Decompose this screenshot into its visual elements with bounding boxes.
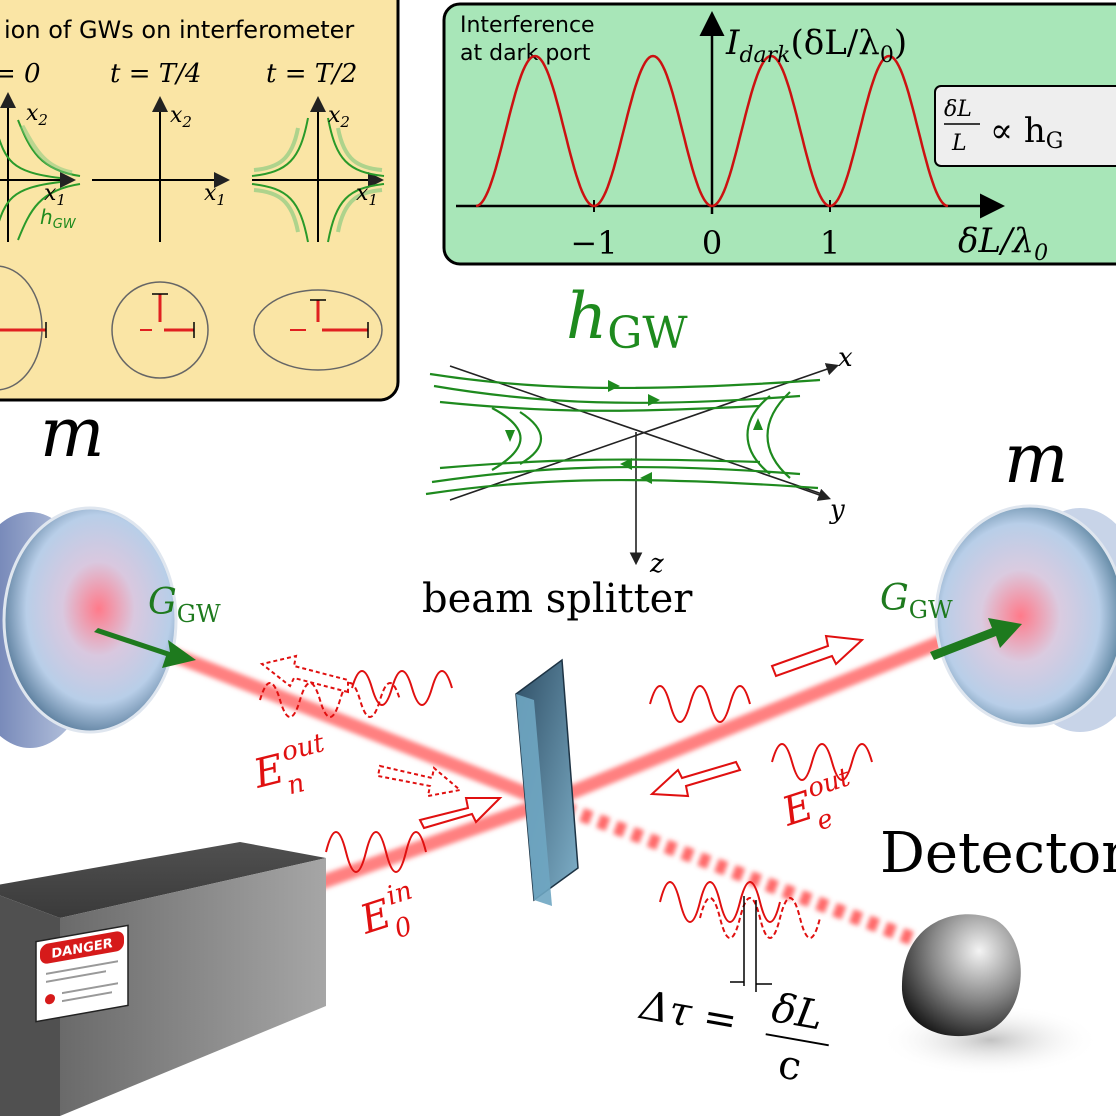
gw-axis-x: x: [838, 343, 853, 373]
g-gw-left-label: GGW: [148, 582, 221, 628]
danger-sign: DANGER: [35, 924, 129, 1023]
gw-label: hGW: [566, 280, 688, 359]
svg-text:δL: δL: [768, 985, 826, 1039]
mass-right-label: m: [1004, 420, 1068, 499]
x-tick-label: 1: [820, 224, 840, 262]
g-gw-right-arrow: GGW: [880, 578, 1022, 660]
wave-packets: [259, 670, 873, 939]
gw-wave-field: hGW x y z: [425, 280, 853, 579]
gw-frame-t0: x2 x1 hGW: [0, 92, 81, 391]
time-label-1: t = T/4: [110, 59, 201, 89]
beam-splitter-label: beam splitter: [422, 576, 693, 622]
gw-frame-t-quarter: x2 x1: [92, 96, 230, 379]
propagation-arrows: [259, 634, 865, 830]
svg-text:x2: x2: [170, 103, 192, 131]
x-tick-label: −1: [570, 224, 617, 262]
mirror-left: [0, 506, 178, 748]
svg-text:x1: x1: [356, 181, 378, 209]
h-gw-small-label: hGW: [40, 205, 77, 232]
e-east-out-label: Eeout: [774, 762, 865, 846]
time-label-0: = 0: [0, 59, 41, 89]
svg-text:∝ hG: ∝ hG: [990, 111, 1063, 154]
g-gw-right-label: GGW: [880, 578, 953, 624]
e-in-label: E0in: [352, 876, 427, 955]
chart-y-label: Idark(δL/λ0): [725, 23, 907, 68]
svg-text:x1: x1: [204, 181, 226, 209]
interference-panel: Interference at dark port −1 0 1 Idark(δL/…: [442, 2, 1116, 266]
chart-x-label: δL/λ0: [958, 221, 1048, 266]
x-tick-label: 0: [702, 224, 722, 262]
svg-text:L: L: [951, 131, 967, 156]
svg-text:c: c: [775, 1041, 805, 1090]
laser-source: DANGER: [0, 842, 326, 1116]
svg-text:δL: δL: [944, 97, 972, 122]
mirror-right: [934, 504, 1116, 732]
g-gw-left-arrow: GGW: [94, 582, 221, 668]
chart-ticks: −1 0 1: [570, 200, 840, 262]
delta-tau-annotation: Δτ = δL c: [635, 896, 829, 1090]
gw-axis-y: y: [829, 495, 845, 525]
x1-axis-label: x1: [44, 181, 66, 209]
e-north-out-label: Enout: [247, 728, 337, 809]
gw-axis-z: z: [649, 549, 664, 579]
svg-text:Δτ =: Δτ =: [635, 982, 741, 1045]
interference-caption-line1: Interference: [460, 13, 595, 38]
mass-left-label: m: [40, 394, 104, 473]
detector: [880, 914, 1100, 1076]
interference-caption-line2: at dark port: [460, 41, 591, 66]
gw-panel-title: ion of GWs on interferometer: [4, 16, 354, 44]
time-label-2: t = T/2: [266, 59, 357, 89]
svg-text:x2: x2: [328, 103, 350, 131]
interference-curve: [475, 54, 949, 208]
proportionality-box: δL L ∝ hG: [934, 85, 1116, 167]
detector-label: Detector: [880, 821, 1116, 886]
beam-splitter: [515, 658, 579, 906]
x2-axis-label: x2: [26, 101, 48, 129]
gw-frame-t-half: x2 x1: [251, 96, 385, 371]
gw-action-panel: ion of GWs on interferometer = 0 t = T/4…: [0, 0, 400, 402]
